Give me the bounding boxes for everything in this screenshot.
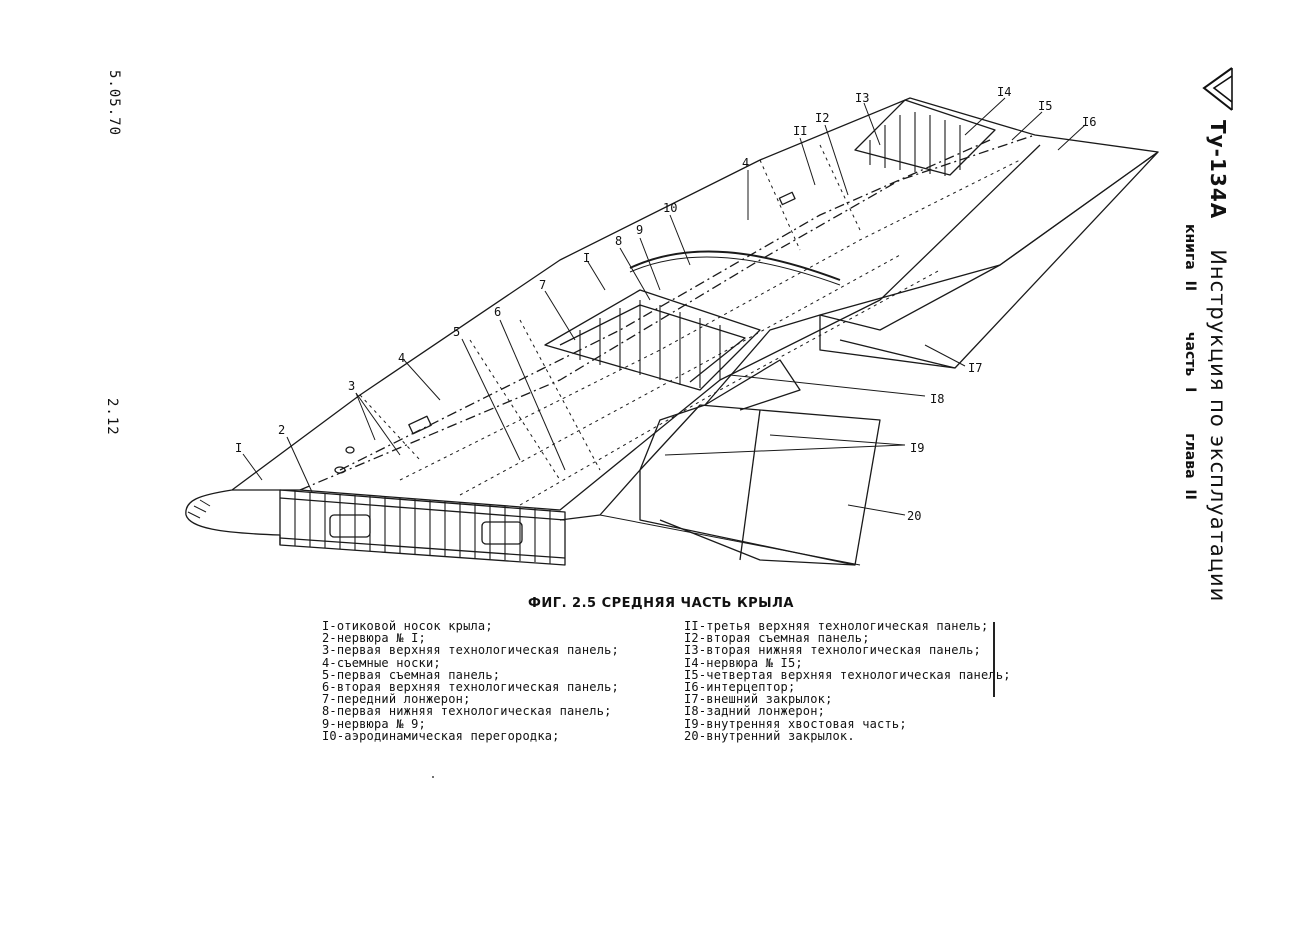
- callout-9: 9: [636, 223, 643, 237]
- callout-7: 7: [539, 278, 546, 292]
- legend-item: I7-внешний закрылок;: [684, 692, 833, 707]
- tupolev-logo-icon: [1202, 67, 1233, 111]
- legend-item: 4-съемные носки;: [322, 655, 441, 670]
- legend-item: I8-задний лонжерон;: [684, 704, 826, 719]
- figure-caption: ФИГ. 2.5 СРЕДНЯЯ ЧАСТЬ КРЫЛА: [528, 596, 794, 611]
- header-title-row: Ту-134А Инструкция по эксплуатации: [1200, 66, 1236, 602]
- legend-item: I0-аэродинамическая перегородка;: [322, 728, 560, 743]
- callout-2: 2: [278, 423, 285, 437]
- callout-4-upper: 4: [742, 156, 749, 170]
- callout-11: II: [793, 124, 807, 138]
- callout-4-lower: 4: [398, 351, 405, 365]
- legend-item: I9-внутренняя хвостовая часть;: [684, 716, 907, 731]
- callout-10: 10: [663, 201, 677, 215]
- callout-12: I2: [815, 111, 829, 125]
- legend-item: 5-первая съемная панель;: [322, 667, 501, 682]
- callout-1-inner: I: [583, 251, 590, 265]
- legend-item: 7-передний лонжерон;: [322, 692, 471, 707]
- scan-speck: [432, 776, 434, 778]
- callout-19: I9: [910, 441, 924, 455]
- callout-3: 3: [348, 379, 355, 393]
- legend-left-column: I-отиковой носок крыла; 2-нервюра № I; 3…: [322, 620, 619, 742]
- legend-item: 3-первая верхняя технологическая панель;: [322, 643, 619, 658]
- legend-item: I2-вторая съемная панель;: [684, 631, 870, 646]
- legend-item: 6-вторая верхняя технологическая панель;: [322, 680, 619, 695]
- legend-right-column: II-третья верхняя технологическая панель…: [684, 620, 1011, 742]
- callout-14: I4: [997, 85, 1011, 99]
- wing-center-section-drawing: I 2 3 4 4 5 6 7 8 9 10 I II I2 I3 I4 I5 …: [185, 85, 1159, 566]
- legend-item: 2-нервюра № I;: [322, 631, 426, 646]
- callout-5: 5: [453, 325, 460, 339]
- legend-item: II-третья верхняя технологическая панель…: [684, 619, 989, 633]
- legend-item: I4-нервюра № I5;: [684, 655, 803, 670]
- callout-15: I5: [1038, 99, 1052, 113]
- callout-18: I8: [930, 392, 944, 406]
- margin-mark: [993, 622, 995, 697]
- legend-item: I5-четвертая верхняя технологическая пан…: [684, 667, 1011, 682]
- callout-13: I3: [855, 91, 869, 105]
- callout-6: 6: [494, 305, 501, 319]
- legend-item: 8-первая нижняя технологическая панель;: [322, 704, 612, 719]
- legend-item: I3-вторая нижняя технологическая панель;: [684, 643, 981, 658]
- callout-8: 8: [615, 234, 622, 248]
- legend-item: 20-внутренний закрылок.: [684, 728, 855, 743]
- callout-1: I: [235, 441, 242, 455]
- callout-17: I7: [968, 361, 982, 375]
- callout-20: 20: [907, 509, 921, 523]
- legend-item: I6-интерцептор;: [684, 680, 796, 695]
- document-header: Ту-134А Инструкция по эксплуатации книга…: [1182, 66, 1236, 602]
- legend-item: I-отиковой носок крыла;: [322, 619, 493, 633]
- callout-16: I6: [1082, 115, 1096, 129]
- legend-item: 9-нервюра № 9;: [322, 716, 426, 731]
